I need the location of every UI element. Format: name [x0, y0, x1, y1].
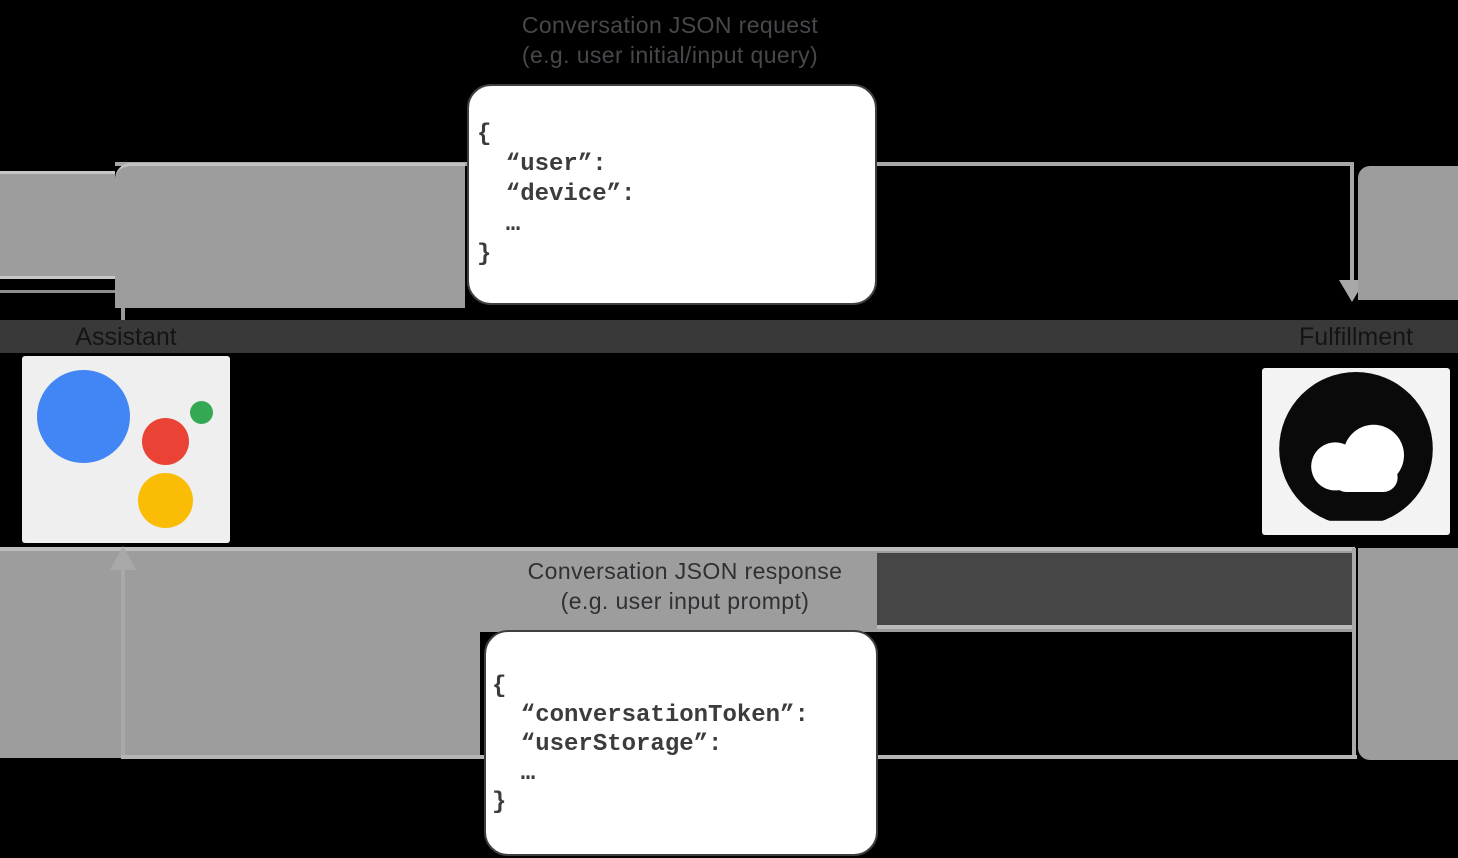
request-arrow-band-right	[1358, 166, 1458, 300]
json-line: “user”:	[477, 151, 607, 178]
json-line: {	[492, 673, 507, 700]
response-arrow-line-vertical-right	[1352, 548, 1356, 755]
request-title-line1: Conversation JSON request	[521, 12, 819, 38]
response-arrow-band-right-column	[1358, 548, 1458, 760]
arrowhead-up-icon	[110, 546, 136, 570]
request-arrow-label: Conversation JSON request (e.g. user ini…	[340, 10, 1000, 70]
assistant-red-circle	[142, 418, 189, 465]
request-title-line2: (e.g. user initial/input query)	[521, 42, 819, 68]
json-line: “device”:	[477, 181, 636, 208]
assistant-tile	[22, 356, 230, 543]
response-json-callout: { “conversationToken”: “userStorage”: … …	[484, 630, 878, 856]
json-line: “conversationToken”:	[492, 702, 809, 729]
request-arrow-line-vertical	[1350, 164, 1354, 282]
request-arrow-band-edge	[0, 290, 115, 293]
request-arrow-band-left	[115, 163, 465, 308]
json-line: “userStorage”:	[492, 731, 723, 758]
request-json-callout: { “user”: “device”: … }	[467, 84, 877, 305]
json-line: }	[477, 241, 492, 268]
assistant-yellow-circle	[138, 473, 193, 528]
json-line: …	[477, 211, 521, 238]
request-arrow-band-left-outer	[0, 171, 115, 279]
response-title-line1: Conversation JSON response	[527, 558, 843, 584]
json-line: …	[492, 760, 536, 787]
assistant-green-circle	[190, 401, 213, 424]
response-arrow-band-left-block	[0, 632, 480, 758]
response-arrow-band-dark	[877, 553, 1355, 629]
cloud-icon	[1276, 372, 1436, 532]
response-title-line2: (e.g. user input prompt)	[560, 588, 810, 614]
json-line: }	[492, 789, 507, 816]
response-arrow-line-vertical-left	[121, 560, 125, 755]
assistant-label: Assistant	[75, 323, 177, 351]
assistant-blue-circle	[37, 370, 130, 463]
fulfillment-label: Fulfillment	[1299, 323, 1413, 351]
response-arrow-label: Conversation JSON response (e.g. user in…	[355, 556, 1015, 616]
json-line: {	[477, 121, 492, 148]
fulfillment-tile	[1262, 368, 1450, 535]
actor-label-band	[0, 320, 1458, 353]
